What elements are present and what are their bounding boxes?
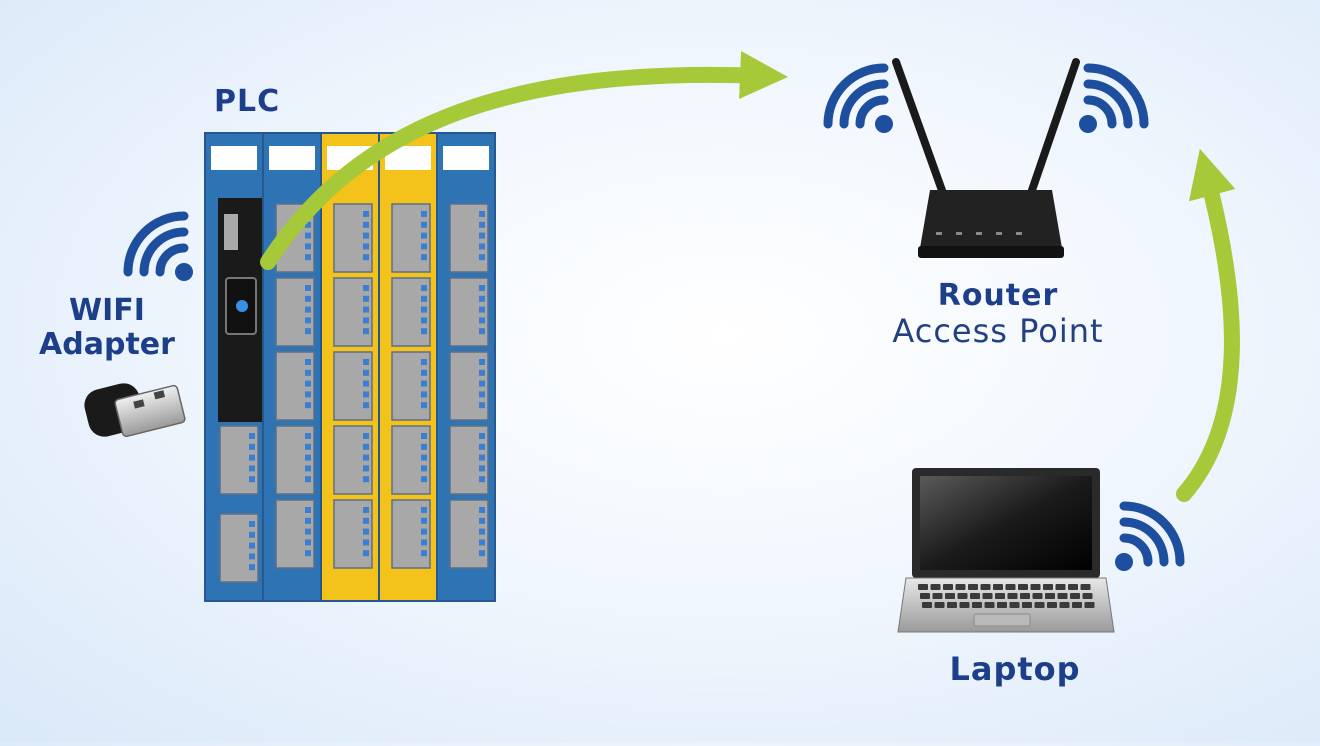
plc-label: PLC	[214, 84, 281, 119]
router-icon	[892, 58, 1080, 258]
wifi-signal-icon	[823, 63, 893, 133]
wifi-signal-icon	[1079, 63, 1149, 133]
laptop-keyboard	[918, 584, 1095, 608]
plc-rack-icon	[204, 132, 496, 602]
wifi-adapter-label-line2: Adapter	[39, 327, 175, 362]
curved-arrow-icon	[260, 51, 788, 270]
usb-wifi-dongle-icon	[84, 383, 186, 438]
laptop-label: Laptop	[949, 650, 1081, 688]
wifi-adapter-label: WIFI Adapter	[20, 294, 194, 362]
plc-terminal-blocks	[219, 203, 489, 583]
wifi-adapter-label-line1: WIFI	[69, 293, 145, 328]
wifi-signal-icon	[1115, 501, 1185, 571]
access-point-label: Access Point	[892, 312, 1104, 350]
router-label: Router	[937, 278, 1059, 313]
laptop-icon	[897, 468, 1115, 633]
curved-arrow-icon	[1176, 148, 1240, 502]
wifi-signal-icon	[123, 211, 193, 281]
